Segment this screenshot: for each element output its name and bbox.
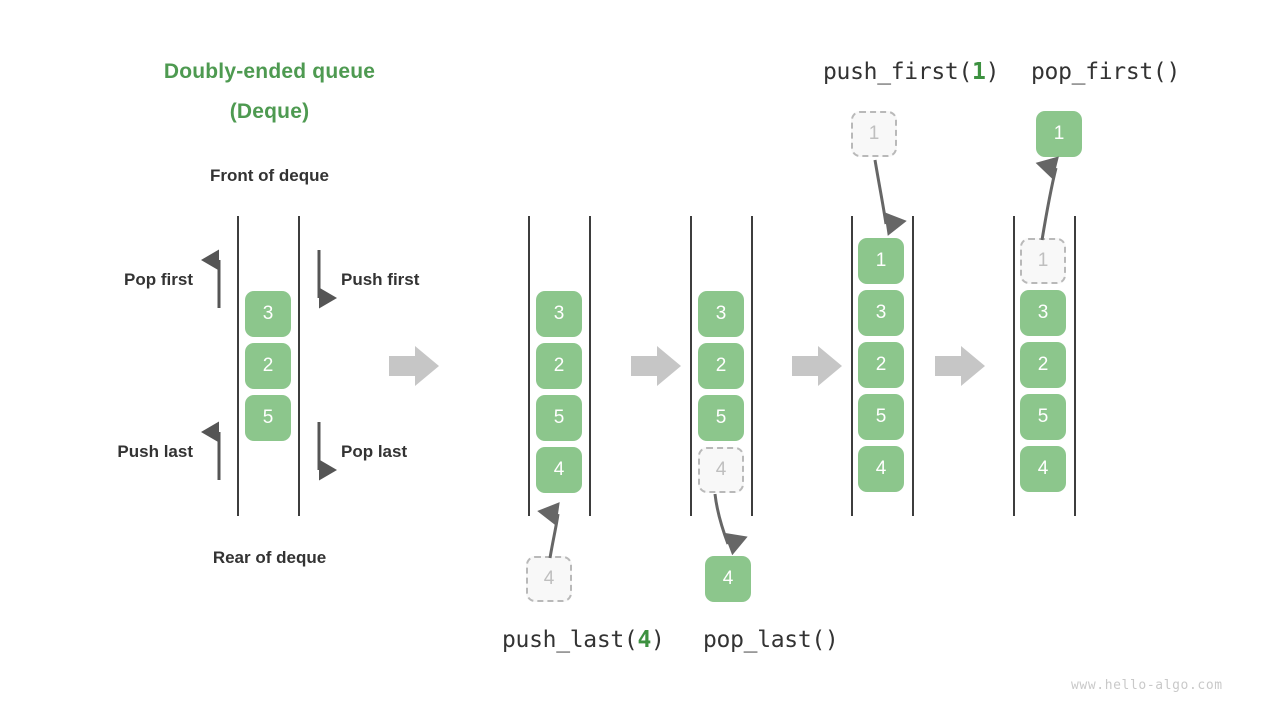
op-push-first-name: push_first( (823, 59, 973, 85)
op-push-first-close: ) (985, 59, 1000, 85)
legend-box-2: 5 (245, 395, 291, 441)
pop-last-flow-arrow-icon (713, 493, 748, 556)
legend-pop-last-label: Pop last (341, 442, 408, 461)
op-push-last-close: ) (651, 627, 665, 653)
op-push-first-arg: 1 (972, 59, 986, 85)
col4-box-3: 5 (858, 394, 904, 440)
col2-rail-right (589, 216, 591, 516)
col2-box-2: 5 (536, 395, 582, 441)
legend-push-last-label: Push last (117, 442, 193, 461)
op-push-last-name: push_last( (502, 627, 638, 653)
legend-pop-first-label: Pop first (124, 270, 193, 289)
col5-box-1: 3 (1020, 290, 1066, 336)
step-arrow-1-icon (389, 346, 439, 386)
op-pop-first-label: pop_first() (1031, 59, 1181, 85)
col3-box-3-ghost: 4 (698, 447, 744, 493)
push-last-arrow-icon (201, 421, 221, 480)
step-arrow-4-icon (935, 346, 985, 386)
col2-rail-left (528, 216, 530, 516)
col3-outgoing-box: 4 (705, 556, 751, 602)
col5-rail-left (1013, 216, 1015, 516)
op-push-last-arg: 4 (637, 627, 652, 653)
pop-last-arrow-icon (317, 422, 337, 481)
diagram-title-line2: (Deque) (229, 100, 310, 123)
col3-box-1: 2 (698, 343, 744, 389)
col4-rail-right (912, 216, 914, 516)
legend-box-0: 3 (245, 291, 291, 337)
front-of-deque-label: Front of deque (210, 166, 329, 185)
push-first-flow-arrow-icon (873, 159, 907, 236)
col2-box-3: 4 (536, 447, 582, 493)
col2-box-1: 2 (536, 343, 582, 389)
col3-rail-left (690, 216, 692, 516)
col4-box-0: 1 (858, 238, 904, 284)
legend-rail-right (298, 216, 300, 516)
col5-box-2: 2 (1020, 342, 1066, 388)
legend-push-first-label: Push first (341, 270, 420, 289)
col4-box-1: 3 (858, 290, 904, 336)
step-arrow-3-icon (792, 346, 842, 386)
rear-of-deque-label: Rear of deque (212, 548, 327, 567)
col4-box-2: 2 (858, 342, 904, 388)
col2-box-0: 3 (536, 291, 582, 337)
push-last-flow-arrow-icon (537, 502, 560, 559)
op-push-first-label: push_first(1) (823, 59, 999, 85)
op-push-last-label: push_last(4) (502, 627, 665, 653)
col4-rail-left (851, 216, 853, 516)
col5-outgoing-box: 1 (1036, 111, 1082, 157)
col4-incoming-box: 1 (851, 111, 897, 157)
col3-box-0: 3 (698, 291, 744, 337)
col5-box-0-ghost: 1 (1020, 238, 1066, 284)
legend-rail-left (237, 216, 239, 516)
watermark: www.hello-algo.com (1071, 678, 1223, 693)
col5-rail-right (1074, 216, 1076, 516)
step-arrow-2-icon (631, 346, 681, 386)
pop-first-flow-arrow-icon (1035, 156, 1059, 241)
legend-box-1: 2 (245, 343, 291, 389)
col3-box-2: 5 (698, 395, 744, 441)
diagram-title-line1: Doubly-ended queue (163, 60, 376, 83)
col5-box-4: 4 (1020, 446, 1066, 492)
pop-first-arrow-icon (201, 249, 221, 308)
col2-incoming-box: 4 (526, 556, 572, 602)
col5-box-3: 5 (1020, 394, 1066, 440)
push-first-arrow-icon (317, 250, 337, 309)
col3-rail-right (751, 216, 753, 516)
col4-box-4: 4 (858, 446, 904, 492)
op-pop-last-label: pop_last() (703, 627, 839, 653)
